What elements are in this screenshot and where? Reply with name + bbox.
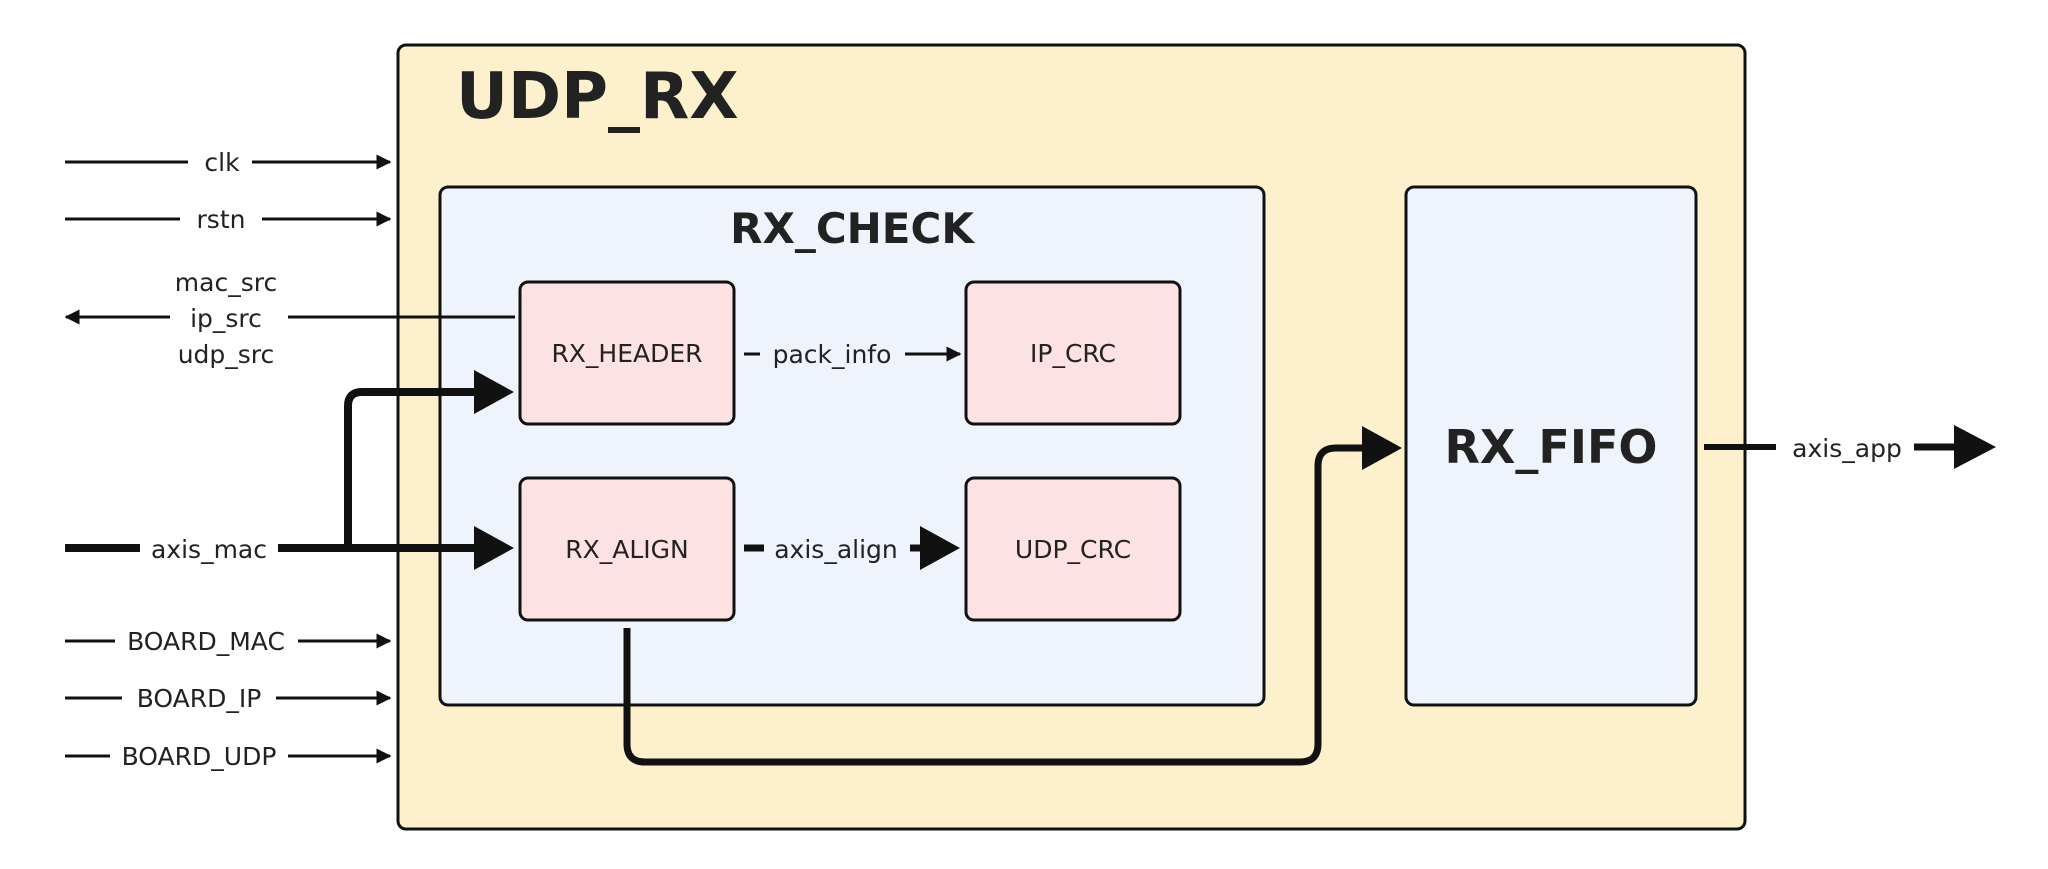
axis-app-label: axis_app: [1792, 434, 1902, 463]
board-ip-label: BOARD_IP: [137, 684, 262, 713]
udp-rx-title: UDP_RX: [456, 60, 739, 134]
axis-align-label: axis_align: [774, 535, 898, 564]
align-to-fifo-wire: [623, 444, 1368, 766]
axis-mac-branch-header: [344, 388, 478, 548]
board-mac-label: BOARD_MAC: [127, 627, 285, 656]
rx-header-block: [518, 280, 736, 426]
udp-crc-block: [964, 476, 1182, 622]
rx-align-block: [518, 476, 736, 622]
ip-src-label: ip_src: [190, 304, 262, 333]
board-udp-label: BOARD_UDP: [122, 742, 277, 771]
mac-src-label: mac_src: [175, 268, 277, 297]
udp-src-label: udp_src: [178, 340, 275, 369]
clk-label: clk: [204, 148, 240, 177]
axis-align-arrowhead: [920, 526, 960, 570]
ip-crc-block: [964, 280, 1182, 426]
rx-check-title: RX_CHECK: [730, 204, 975, 253]
axis-mac-label: axis_mac: [151, 535, 267, 564]
rx-align-label: RX_ALIGN: [565, 535, 688, 564]
rstn-label: rstn: [197, 205, 246, 234]
ip-crc-label: IP_CRC: [1030, 339, 1116, 368]
rx-check-block: [438, 185, 1266, 707]
axis-mac-arrowhead-align: [474, 526, 514, 570]
axis-app-arrowhead: [1954, 425, 1996, 469]
rx-fifo-block: [1404, 185, 1698, 707]
pack-info-label: pack_info: [773, 340, 892, 369]
rx-fifo-label: RX_FIFO: [1445, 420, 1658, 474]
axis-mac-arrowhead-header: [474, 370, 514, 414]
rx-header-label: RX_HEADER: [551, 339, 702, 368]
align-to-fifo-arrowhead: [1362, 426, 1402, 470]
udp-crc-label: UDP_CRC: [1015, 535, 1131, 564]
